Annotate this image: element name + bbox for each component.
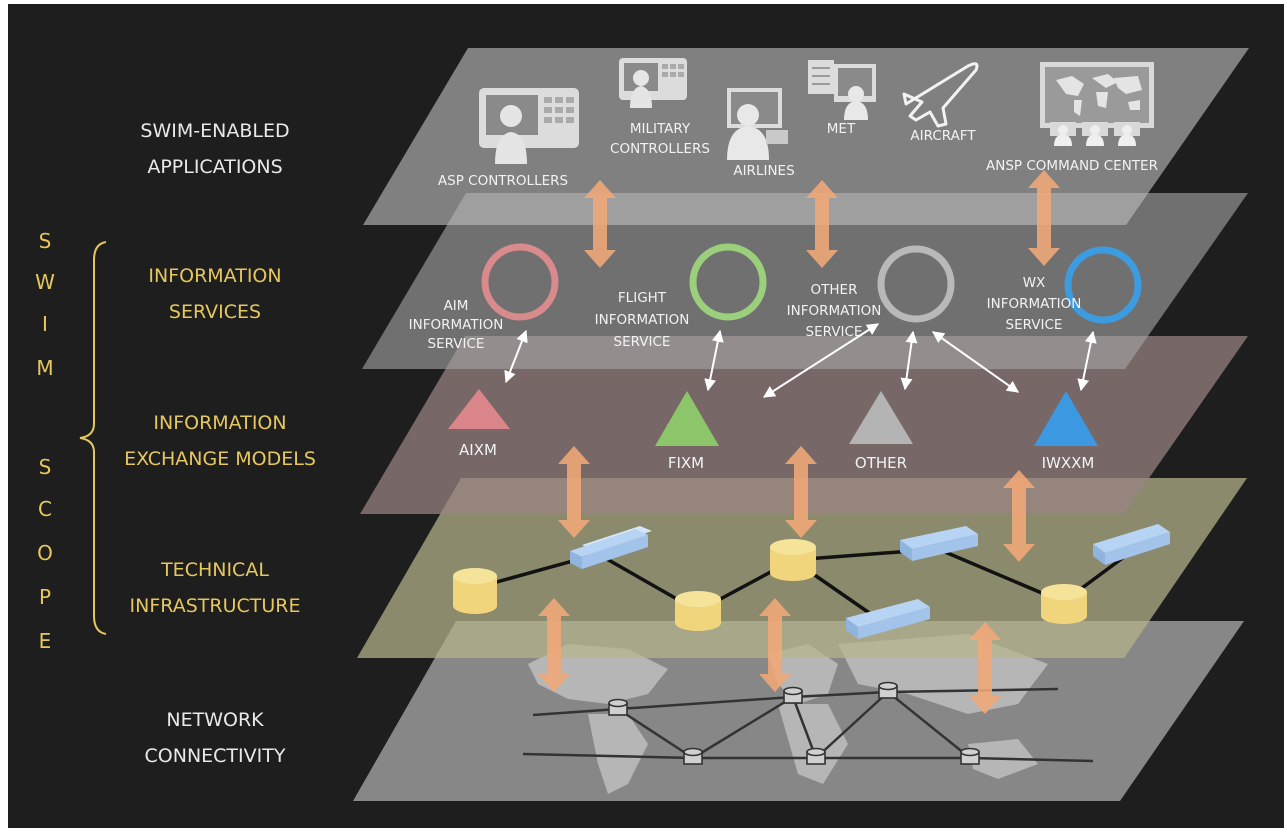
model-label-other: OTHER (855, 454, 907, 472)
network-node-icon (608, 698, 628, 716)
swim-scope-label: S W I M S C O P E (35, 229, 55, 653)
layer-label-network-1: NETWORK (166, 709, 264, 731)
scope-letter: P (39, 585, 51, 609)
network-node-icon (960, 747, 980, 765)
service-label-wx-1: WX (1023, 275, 1046, 291)
model-triangles (448, 389, 1098, 446)
double-arrow-icon (538, 598, 570, 692)
service-label-flight-2: INFORMATION (595, 312, 690, 328)
app-label-military-controllers-2: CONTROLLERS (610, 141, 710, 157)
database-icon (770, 539, 816, 581)
wx-service-ring-icon (1064, 246, 1142, 324)
layer-services-plane (362, 193, 1248, 369)
layer-models-plane (360, 336, 1248, 514)
aim-service-ring-icon (481, 243, 559, 321)
model-label-iwxxm: IWXXM (1042, 454, 1095, 472)
network-node-icon (806, 747, 826, 765)
model-label-aixm: AIXM (459, 441, 497, 459)
app-label-asp-controllers: ASP CONTROLLERS (438, 173, 568, 189)
database-icon (675, 591, 721, 631)
network-node-icon (683, 747, 703, 765)
layer-network-plane (353, 621, 1244, 801)
network-switch-icon (1093, 524, 1170, 565)
app-label-ansp-command-center: ANSP COMMAND CENTER (986, 158, 1158, 174)
network-node-icon (783, 686, 803, 704)
service-label-aim-3: SERVICE (428, 336, 485, 352)
service-label-other-3: SERVICE (806, 324, 863, 340)
airlines-icon (727, 88, 788, 160)
double-arrow-icon (806, 180, 838, 268)
network-switch-icon (900, 526, 978, 561)
scope-brace (79, 241, 107, 635)
layer-label-apps-1: SWIM-ENABLED (140, 120, 289, 142)
service-label-wx-2: INFORMATION (987, 296, 1082, 312)
swim-scope-diagram: ASP CONTROLLERS MILITARY CONTROLLERS AIR… (8, 4, 1284, 828)
layer-label-services-1: INFORMATION (148, 265, 281, 287)
aircraft-icon (902, 62, 979, 128)
app-label-military-controllers: MILITARY (630, 121, 691, 137)
application-labels: ASP CONTROLLERS MILITARY CONTROLLERS AIR… (438, 121, 1158, 189)
double-arrow-icon (584, 180, 616, 268)
layer-label-models-2: EXCHANGE MODELS (124, 448, 316, 470)
layer-label-network-2: CONNECTIVITY (145, 745, 286, 767)
scope-letter: S (39, 229, 52, 253)
network-node-icon (878, 681, 898, 699)
service-label-aim-1: AIM (444, 298, 469, 314)
app-label-airlines: AIRLINES (733, 163, 794, 179)
double-arrow-icon (1003, 470, 1035, 562)
service-label-flight-1: FLIGHT (618, 290, 667, 306)
scope-letter: S (39, 455, 52, 479)
service-model-arrows (504, 323, 1097, 398)
service-label-other-2: INFORMATION (787, 303, 882, 319)
military-controllers-icon (619, 58, 687, 108)
other-triangle-icon (849, 391, 913, 444)
model-label-fixm: FIXM (668, 454, 704, 472)
model-labels: AIXM FIXM OTHER IWXXM (459, 441, 1094, 472)
scope-letter: O (37, 541, 53, 565)
layer-labels: SWIM-ENABLED APPLICATIONS INFORMATION SE… (124, 120, 316, 767)
scope-letter: C (38, 497, 52, 521)
double-arrow-icon (558, 446, 590, 538)
double-arrow-icon (785, 446, 817, 538)
scope-letter: E (39, 629, 52, 653)
service-label-other-1: OTHER (811, 282, 858, 298)
service-labels: AIM INFORMATION SERVICE FLIGHT INFORMATI… (409, 275, 1082, 352)
network-links (522, 687, 1094, 763)
service-label-flight-3: SERVICE (614, 334, 671, 350)
double-arrow-icon (1028, 170, 1060, 266)
service-label-aim-2: INFORMATION (409, 317, 504, 333)
layer-label-apps-2: APPLICATIONS (147, 156, 282, 178)
met-icon (808, 60, 876, 120)
scope-letter: I (42, 312, 48, 336)
scope-letter: W (35, 270, 55, 294)
double-arrow-icon (759, 598, 791, 692)
aixm-triangle-icon (448, 389, 510, 429)
ansp-command-center-icon (1040, 62, 1154, 146)
diagram-canvas: ASP CONTROLLERS MILITARY CONTROLLERS AIR… (35, 48, 1249, 801)
network-switch-icon (570, 526, 652, 569)
network-nodes (608, 681, 980, 765)
database-icon (1041, 584, 1087, 624)
service-label-wx-3: SERVICE (1006, 317, 1063, 333)
layer-label-services-2: SERVICES (169, 301, 261, 323)
scope-letter: M (36, 356, 53, 380)
double-arrow-icon (969, 622, 1001, 714)
layer-connection-arrows (538, 170, 1060, 714)
layer-apps-plane (363, 48, 1249, 225)
iwxxm-triangle-icon (1034, 391, 1098, 446)
app-label-aircraft: AIRCRAFT (910, 128, 976, 144)
service-rings (481, 243, 1142, 324)
layer-label-tech-2: INFRASTRUCTURE (130, 595, 301, 617)
other-service-ring-icon (877, 245, 955, 323)
network-switch-icon (846, 599, 930, 639)
layer-label-models-1: INFORMATION (153, 412, 286, 434)
asp-controllers-icon (479, 88, 579, 164)
database-icon (453, 568, 497, 614)
fixm-triangle-icon (655, 391, 719, 446)
layer-label-tech-1: TECHNICAL (160, 559, 269, 581)
flight-service-ring-icon (689, 243, 767, 321)
app-label-met: MET (827, 121, 856, 137)
